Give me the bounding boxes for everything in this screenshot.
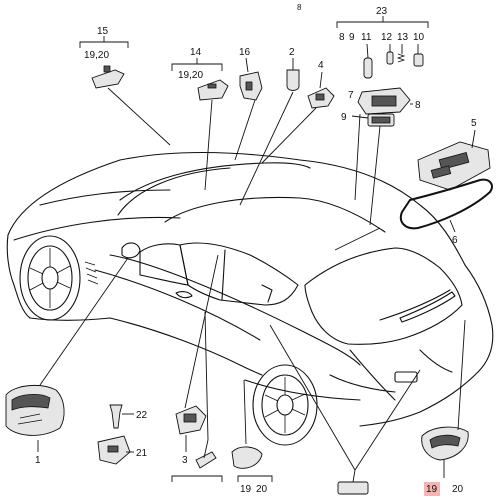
- part-22-bulb: [109, 404, 123, 429]
- part-13-spring: [396, 53, 406, 63]
- part-5-overhead-unit: [417, 141, 491, 191]
- callout-ref-right-19: 19: [426, 484, 438, 495]
- part-1-lamp-assembly: [5, 384, 65, 436]
- parts: [5, 51, 493, 495]
- callout-15-ref: 19,20: [84, 50, 109, 61]
- callout-23: 23: [376, 6, 388, 17]
- part-16-bracket: [239, 71, 263, 101]
- part-7-console: [357, 87, 411, 115]
- group-23-item-9: 9: [349, 32, 355, 43]
- callout-labels: 15 19,20 14 19,20 16 2 4 8 23 8 9 11 12 …: [35, 3, 477, 495]
- callout-ref-mid-19: 19: [240, 484, 252, 495]
- part-12-clip: [386, 51, 394, 65]
- car-body: [6, 151, 494, 446]
- part-15-lamp: [91, 65, 125, 89]
- leader-lines: [37, 16, 476, 483]
- callout-6: 6: [452, 235, 458, 246]
- callout-9: 9: [341, 112, 347, 123]
- callout-3: 3: [182, 455, 188, 466]
- group-23-item-10: 10: [413, 32, 425, 43]
- callout-21: 21: [136, 448, 148, 459]
- callout-22: 22: [136, 410, 148, 421]
- callout-7: 7: [348, 90, 354, 101]
- callout-5: 5: [471, 118, 477, 129]
- part-11-bulb: [363, 57, 373, 79]
- callout-4: 4: [318, 60, 324, 71]
- part-lens-right: [421, 426, 469, 461]
- part-6-seal: [399, 178, 493, 230]
- part-10-bulb: [413, 53, 424, 67]
- callout-ref-right-20: 20: [452, 484, 464, 495]
- part-small-clip: [195, 451, 217, 469]
- callout-8: 8: [415, 100, 421, 111]
- group-23-item-11: 11: [361, 32, 372, 43]
- group-23-item-13: 13: [397, 32, 409, 43]
- callout-15: 15: [97, 26, 109, 37]
- callout-16: 16: [239, 47, 251, 58]
- part-lamp-bottom-right: [337, 481, 369, 495]
- part-21-socket: [97, 435, 131, 465]
- callout-2: 2: [289, 47, 295, 58]
- part-2-bulb: [286, 69, 300, 91]
- callout-ref-mid-20: 20: [256, 484, 268, 495]
- callout-1: 1: [35, 455, 41, 466]
- callout-top-mark: 8: [297, 3, 302, 12]
- highlight-19-20: [424, 482, 440, 496]
- part-3-lamp: [175, 405, 207, 435]
- part-9-lens: [367, 113, 395, 127]
- callout-14-ref: 19,20: [178, 70, 203, 81]
- part-4-switch: [307, 87, 335, 109]
- part-14-lamp: [197, 79, 229, 101]
- callout-14: 14: [190, 47, 202, 58]
- part-lens-mid: [231, 446, 263, 469]
- group-23-item-8: 8: [339, 32, 345, 43]
- group-23-item-12: 12: [381, 32, 393, 43]
